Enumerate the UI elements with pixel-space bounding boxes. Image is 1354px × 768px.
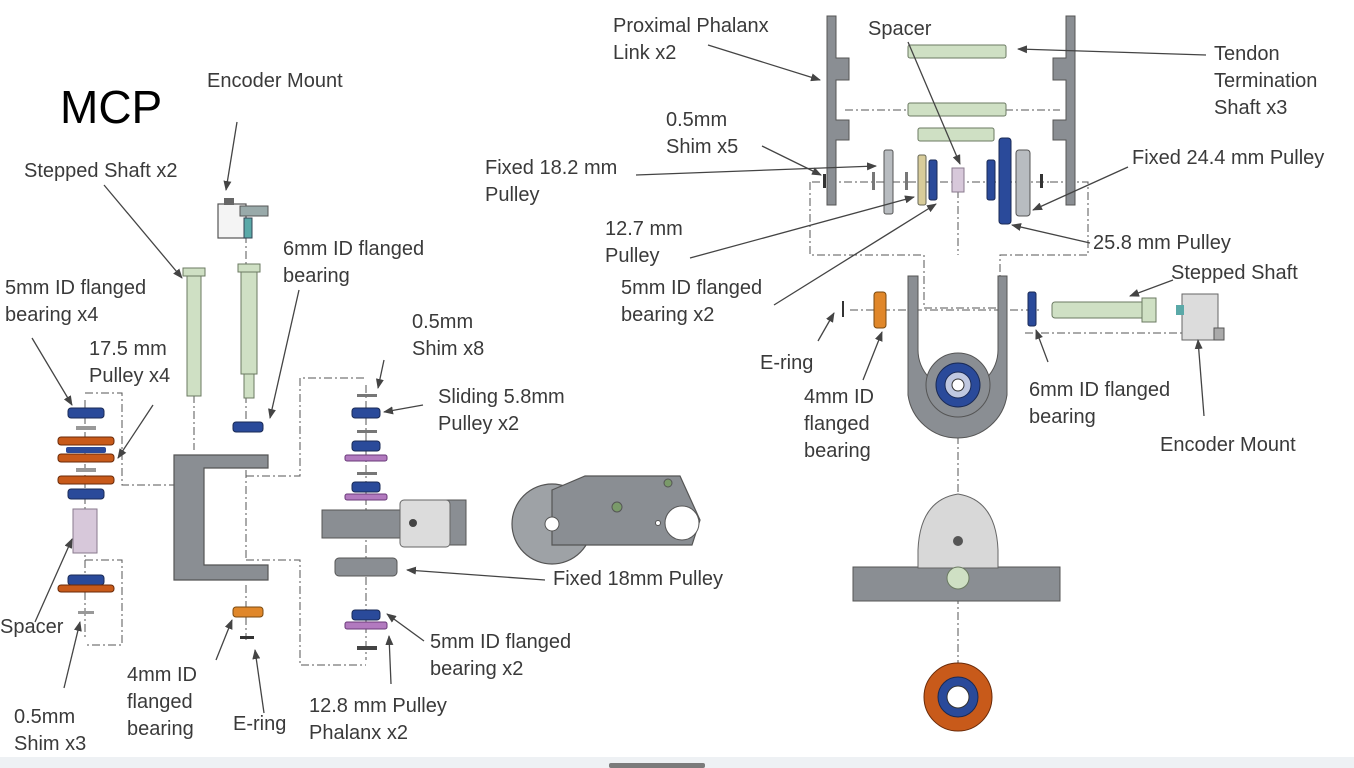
- label-e-ring-right: E-ring: [760, 352, 814, 374]
- left-encoder-mount: [217, 198, 269, 239]
- label-25-8mm-pulley: 25.8 mm Pulley: [1093, 232, 1231, 254]
- label-6mm-bearing-right: 6mm ID flanged bearing: [1029, 379, 1171, 428]
- left-leader-arrows: [31, 121, 546, 714]
- viewer-bottom-strip: [0, 757, 1354, 768]
- left-pulley-stack: [57, 407, 115, 614]
- label-encoder-mount-left: Encoder Mount: [207, 70, 343, 92]
- left-middle-parts: [232, 421, 264, 639]
- label-12-8mm-pulley: 12.8 mm Pulley Phalanx x2: [309, 695, 447, 744]
- right-proximal-links: [826, 15, 1076, 206]
- horizontal-scrollbar-thumb[interactable]: [609, 763, 705, 768]
- diagram-title: MCP: [60, 81, 163, 133]
- right-pulley-stack: [823, 137, 1043, 225]
- label-spacer-left: Spacer: [0, 616, 64, 638]
- label-spacer-right: Spacer: [868, 18, 932, 40]
- label-stepped-shaft-right: Stepped Shaft: [1171, 262, 1298, 284]
- label-6mm-bearing-left: 6mm ID flanged bearing: [283, 238, 425, 287]
- label-encoder-mount-right: Encoder Mount: [1160, 434, 1296, 456]
- right-bottom-pulley: [923, 662, 993, 732]
- label-stepped-shaft-x2: Stepped Shaft x2: [24, 160, 178, 182]
- left-mcp-assembly: [31, 121, 701, 714]
- right-assembly: [635, 15, 1225, 732]
- label-5mm-bearing-x4: 5mm ID flanged bearing x4: [5, 277, 147, 326]
- right-base-part: [852, 493, 1061, 602]
- label-4mm-bearing-right: 4mm ID flanged bearing: [804, 386, 874, 462]
- left-stepped-shafts: [182, 263, 261, 399]
- label-shim-x8: 0.5mm Shim x8: [412, 311, 485, 360]
- label-17-5mm-pulley: 17.5 mm Pulley x4: [89, 338, 171, 387]
- right-tendon-shafts: [907, 44, 1007, 142]
- label-5mm-bearing-x2-right: 5mm ID flanged bearing x2: [621, 277, 763, 326]
- label-sliding-pulley: Sliding 5.8mm Pulley x2: [438, 386, 565, 435]
- label-fixed-18mm-pulley: Fixed 18mm Pulley: [553, 568, 724, 590]
- label-proximal-phalanx-link: Proximal Phalanx Link x2: [613, 15, 769, 64]
- label-4mm-bearing-left: 4mm ID flanged bearing: [127, 664, 197, 740]
- right-lower-bracket: [842, 275, 1037, 439]
- right-leader-arrows: [635, 41, 1207, 417]
- label-shim-x3: 0.5mm Shim x3: [14, 706, 87, 755]
- label-12-7mm-pulley: 12.7 mm Pulley: [605, 218, 683, 267]
- label-fixed-24-4mm-pulley: Fixed 24.4 mm Pulley: [1132, 147, 1325, 169]
- left-c-bracket: [173, 454, 269, 581]
- right-stepped-shaft: [1051, 293, 1225, 341]
- left-side-view: [511, 475, 701, 565]
- label-5mm-bearing-x2-left: 5mm ID flanged bearing x2: [430, 631, 572, 680]
- label-e-ring-left: E-ring: [233, 713, 287, 735]
- label-fixed-18-2mm-pulley: Fixed 18.2 mm Pulley: [485, 157, 618, 206]
- label-shim-x5: 0.5mm Shim x5: [666, 109, 739, 158]
- left-right-column-stack: [321, 394, 467, 650]
- label-tendon-termination-shaft: Tendon Termination Shaft x3: [1214, 43, 1318, 119]
